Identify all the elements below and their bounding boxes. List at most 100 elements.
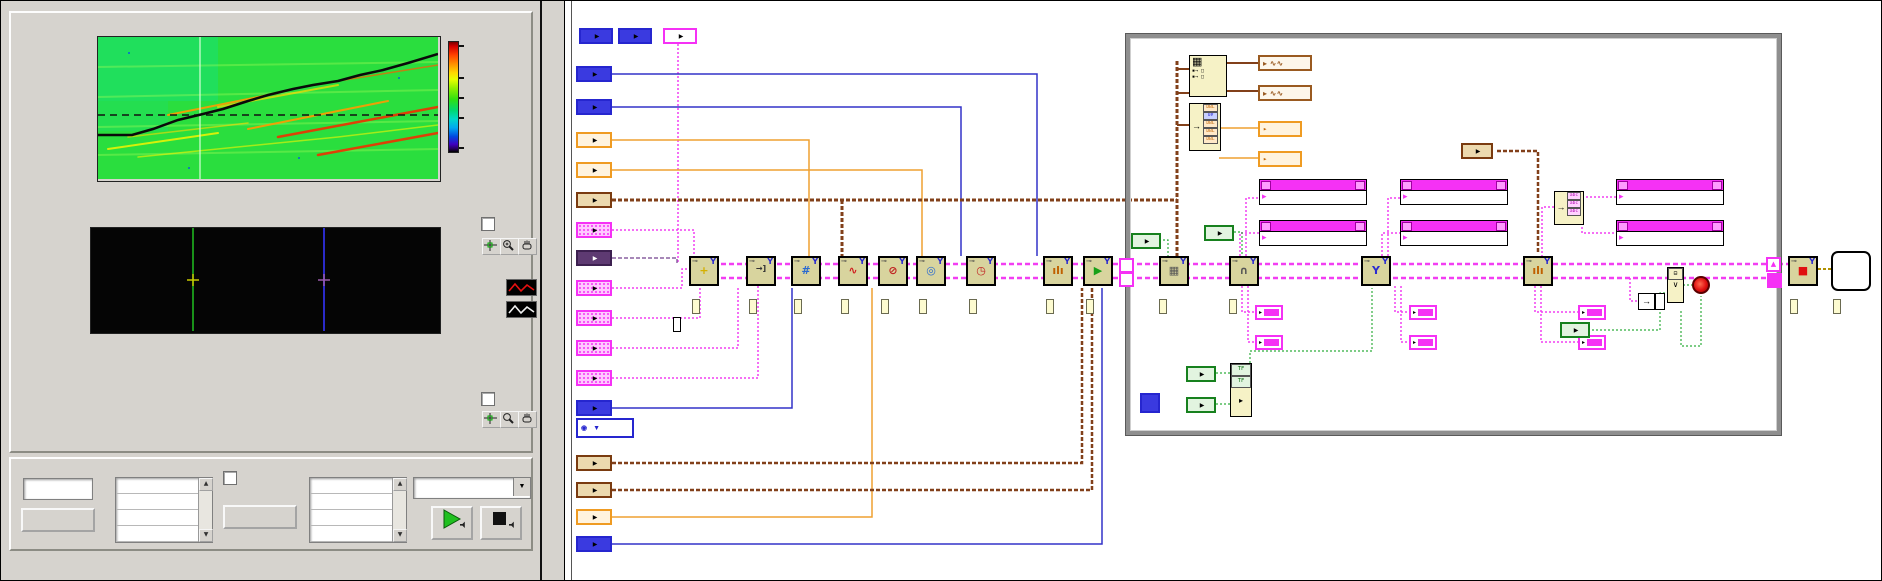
settling-time-terminal[interactable]: ▶ bbox=[576, 455, 612, 471]
or-compound-node[interactable]: ⊟ ∨ bbox=[1667, 267, 1684, 303]
loop-tunnel-indicator[interactable]: ▲ bbox=[1766, 257, 1781, 272]
stop-sound-button[interactable] bbox=[480, 506, 522, 540]
daqmx-device-terminal[interactable]: ▶ bbox=[576, 250, 612, 266]
harmonics-to-visualize-terminal[interactable]: ▶ bbox=[576, 536, 612, 552]
graph-zoom-tool[interactable] bbox=[500, 411, 519, 428]
color-scale[interactable] bbox=[448, 41, 459, 153]
order-to-preview-input[interactable] bbox=[23, 478, 93, 500]
unbundle-node[interactable]: → DBL U# DBL DBL DBL bbox=[1189, 103, 1221, 151]
property-node-phase[interactable]: ▸ bbox=[1400, 220, 1508, 246]
views-terminal[interactable]: ▶ bbox=[579, 28, 613, 44]
legend-original-swatch[interactable] bbox=[506, 301, 537, 318]
vi-rms[interactable]: ⊸Y∩ bbox=[1229, 256, 1259, 286]
unbundle-status-icon[interactable]: → bbox=[1638, 293, 1655, 310]
list-item[interactable] bbox=[116, 526, 212, 542]
block-duration-terminal[interactable]: ▶ bbox=[576, 509, 612, 525]
settings-terminal[interactable]: ▶ bbox=[618, 28, 652, 44]
vi-block[interactable]: ⊸Y⊘ bbox=[878, 256, 908, 286]
loop-tunnel[interactable] bbox=[1119, 272, 1134, 287]
getting-started-terminal[interactable]: ▶ bbox=[663, 28, 697, 44]
extracted-orders-list[interactable]: ▲ ▼ bbox=[115, 477, 213, 543]
vi-rate[interactable]: ⊸Y◎ bbox=[916, 256, 946, 286]
list-item[interactable] bbox=[310, 510, 406, 526]
status-indicator[interactable] bbox=[1655, 293, 1665, 310]
db-units-tf-terminal[interactable]: ▶ bbox=[1186, 366, 1216, 382]
loop-tunnel[interactable] bbox=[1119, 258, 1134, 273]
graph-cursor-tool[interactable] bbox=[482, 238, 501, 255]
graph-pan-tool[interactable] bbox=[518, 411, 537, 428]
loop-tunnel[interactable] bbox=[1767, 273, 1782, 288]
dropdown-arrow-icon[interactable]: ▼ bbox=[513, 478, 530, 496]
while-loop[interactable] bbox=[1126, 34, 1781, 435]
matrix-to-waveform-node[interactable]: ▦ ▪→ □ ▪→ □ bbox=[1189, 55, 1227, 97]
list-item[interactable] bbox=[116, 478, 212, 494]
graph-zoom-tool[interactable] bbox=[500, 238, 519, 255]
unbundle-strings-node[interactable]: → abc abc abc bbox=[1554, 191, 1584, 225]
test-frequency-indicator[interactable]: ▸ bbox=[1258, 121, 1302, 137]
vi-v-eu[interactable]: ⊸Y→] bbox=[746, 256, 776, 286]
vi-start[interactable]: ⊸Y▶ bbox=[1083, 256, 1113, 286]
integration-time-terminal[interactable]: ▶ bbox=[576, 482, 612, 498]
auto-export-checkbox[interactable] bbox=[223, 471, 237, 485]
output-list[interactable]: ▲ ▼ bbox=[309, 477, 407, 543]
excitation-settings-terminal[interactable]: ▶ bbox=[576, 222, 612, 238]
graph-cursor-tool[interactable] bbox=[482, 411, 501, 428]
scroll-up-arrow[interactable]: ▲ bbox=[199, 478, 213, 491]
scroll-down-arrow[interactable]: ▼ bbox=[199, 529, 213, 542]
scrollbar[interactable]: ▲ ▼ bbox=[198, 478, 213, 542]
loop-stop-button[interactable] bbox=[1692, 276, 1710, 294]
phase-indicator[interactable]: ▸ bbox=[1409, 305, 1438, 320]
colormap-autoscale-checkbox[interactable] bbox=[481, 217, 495, 231]
compute-rms-tf-terminal[interactable]: ▶ bbox=[1131, 233, 1161, 249]
stop-tf-terminal[interactable]: ▶ bbox=[1560, 322, 1590, 338]
legend-extracted-swatch[interactable] bbox=[506, 279, 537, 296]
waveform-plot[interactable] bbox=[90, 227, 441, 334]
scrollbar[interactable]: ▲ ▼ bbox=[392, 478, 407, 542]
list-item[interactable] bbox=[116, 494, 212, 510]
response-indicator[interactable]: ▸ ∿∿ bbox=[1258, 85, 1312, 101]
harmonics-indicator[interactable]: ▸ bbox=[1578, 335, 1607, 350]
thd-indicator[interactable]: ▸ bbox=[1578, 305, 1607, 320]
list-item[interactable] bbox=[310, 494, 406, 510]
property-node-rms-response[interactable]: ▸ bbox=[1259, 220, 1367, 246]
magnitude-indicator[interactable]: ▸ bbox=[1409, 335, 1438, 350]
stimulus-indicator[interactable]: ▸ ∿∿ bbox=[1258, 55, 1312, 71]
list-item[interactable] bbox=[310, 526, 406, 542]
maximum-harmonic-terminal[interactable]: ▶ bbox=[576, 66, 612, 82]
amplitude-terminal[interactable]: ▶ bbox=[576, 162, 612, 178]
sampling-frequency-terminal[interactable]: ▶ bbox=[576, 132, 612, 148]
waveform-autoscale-checkbox[interactable] bbox=[481, 392, 495, 406]
desired-units-terminal[interactable]: ▶ bbox=[1461, 143, 1493, 159]
response-settings-terminal[interactable]: ▶ bbox=[576, 310, 612, 326]
list-item[interactable] bbox=[310, 478, 406, 494]
property-node-magnitude[interactable]: ▸ bbox=[1400, 179, 1508, 205]
vi-freq[interactable]: ⊸Y# bbox=[791, 256, 821, 286]
property-node-thd[interactable]: ▸ bbox=[1616, 179, 1724, 205]
graph-pan-tool[interactable] bbox=[518, 238, 537, 255]
extract-button[interactable] bbox=[21, 508, 95, 532]
frequency-spacing-terminal[interactable]: ▶ bbox=[576, 400, 612, 416]
sweep-frequencies-terminal[interactable]: ▶ bbox=[576, 192, 612, 208]
vi-delay[interactable]: ⊸Y◷ bbox=[966, 256, 996, 286]
property-node-rms-stimulus[interactable]: ▸ bbox=[1259, 179, 1367, 205]
sound-to-play-dropdown[interactable]: ▼ bbox=[413, 477, 531, 499]
scroll-down-arrow[interactable]: ▼ bbox=[393, 529, 407, 542]
vi-init[interactable]: ⊸Y+ bbox=[689, 256, 719, 286]
percent-complete-indicator[interactable]: ▸ bbox=[1258, 151, 1302, 167]
export-button[interactable] bbox=[223, 505, 297, 529]
frequency-spacing-enum[interactable]: ◉▼ bbox=[576, 418, 634, 438]
list-item[interactable] bbox=[116, 510, 212, 526]
degree-units-tf-terminal[interactable]: ▶ bbox=[1186, 397, 1216, 413]
property-node-harmonics[interactable]: ▸ bbox=[1616, 220, 1724, 246]
stimulus-settings-terminal[interactable]: ▶ bbox=[576, 280, 612, 296]
vi-error-handler[interactable] bbox=[1831, 251, 1871, 291]
stimulus-channel-terminal[interactable]: ▶ bbox=[576, 340, 612, 356]
vi-stop[interactable]: ⊸Y■ bbox=[1788, 256, 1818, 286]
propagation-time-terminal[interactable]: ▶ bbox=[576, 99, 612, 115]
loop-iteration-terminal[interactable] bbox=[1140, 393, 1160, 413]
response-channel-terminal[interactable]: ▶ bbox=[576, 370, 612, 386]
rms-stimulus-indicator[interactable]: ▸ bbox=[1255, 335, 1284, 350]
